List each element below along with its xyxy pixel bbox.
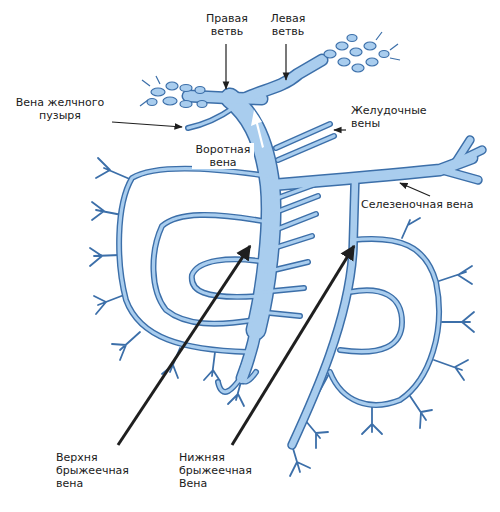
- vein: [119, 108, 439, 405]
- vein-label: Воротная вена: [192, 143, 254, 169]
- vein-label: Верхня брыжеечная вена: [55, 451, 139, 490]
- vein: [188, 60, 472, 378]
- vein-label: Селезеночная вена: [360, 198, 492, 211]
- vein: [292, 140, 482, 445]
- vein-label: Желудочные вены: [350, 104, 436, 130]
- vein-label: Правая ветвь: [196, 12, 258, 38]
- vein-label: Вена желчного пузыря: [8, 96, 112, 122]
- lobule-cluster: [140, 32, 400, 108]
- pointer-arrow: [118, 246, 250, 445]
- vein-label: Левая ветвь: [260, 12, 316, 38]
- pointer-arrow: [232, 246, 354, 445]
- vein-label: Нижняя брыжеечная Вена: [178, 451, 272, 490]
- vein-outline: [119, 108, 439, 405]
